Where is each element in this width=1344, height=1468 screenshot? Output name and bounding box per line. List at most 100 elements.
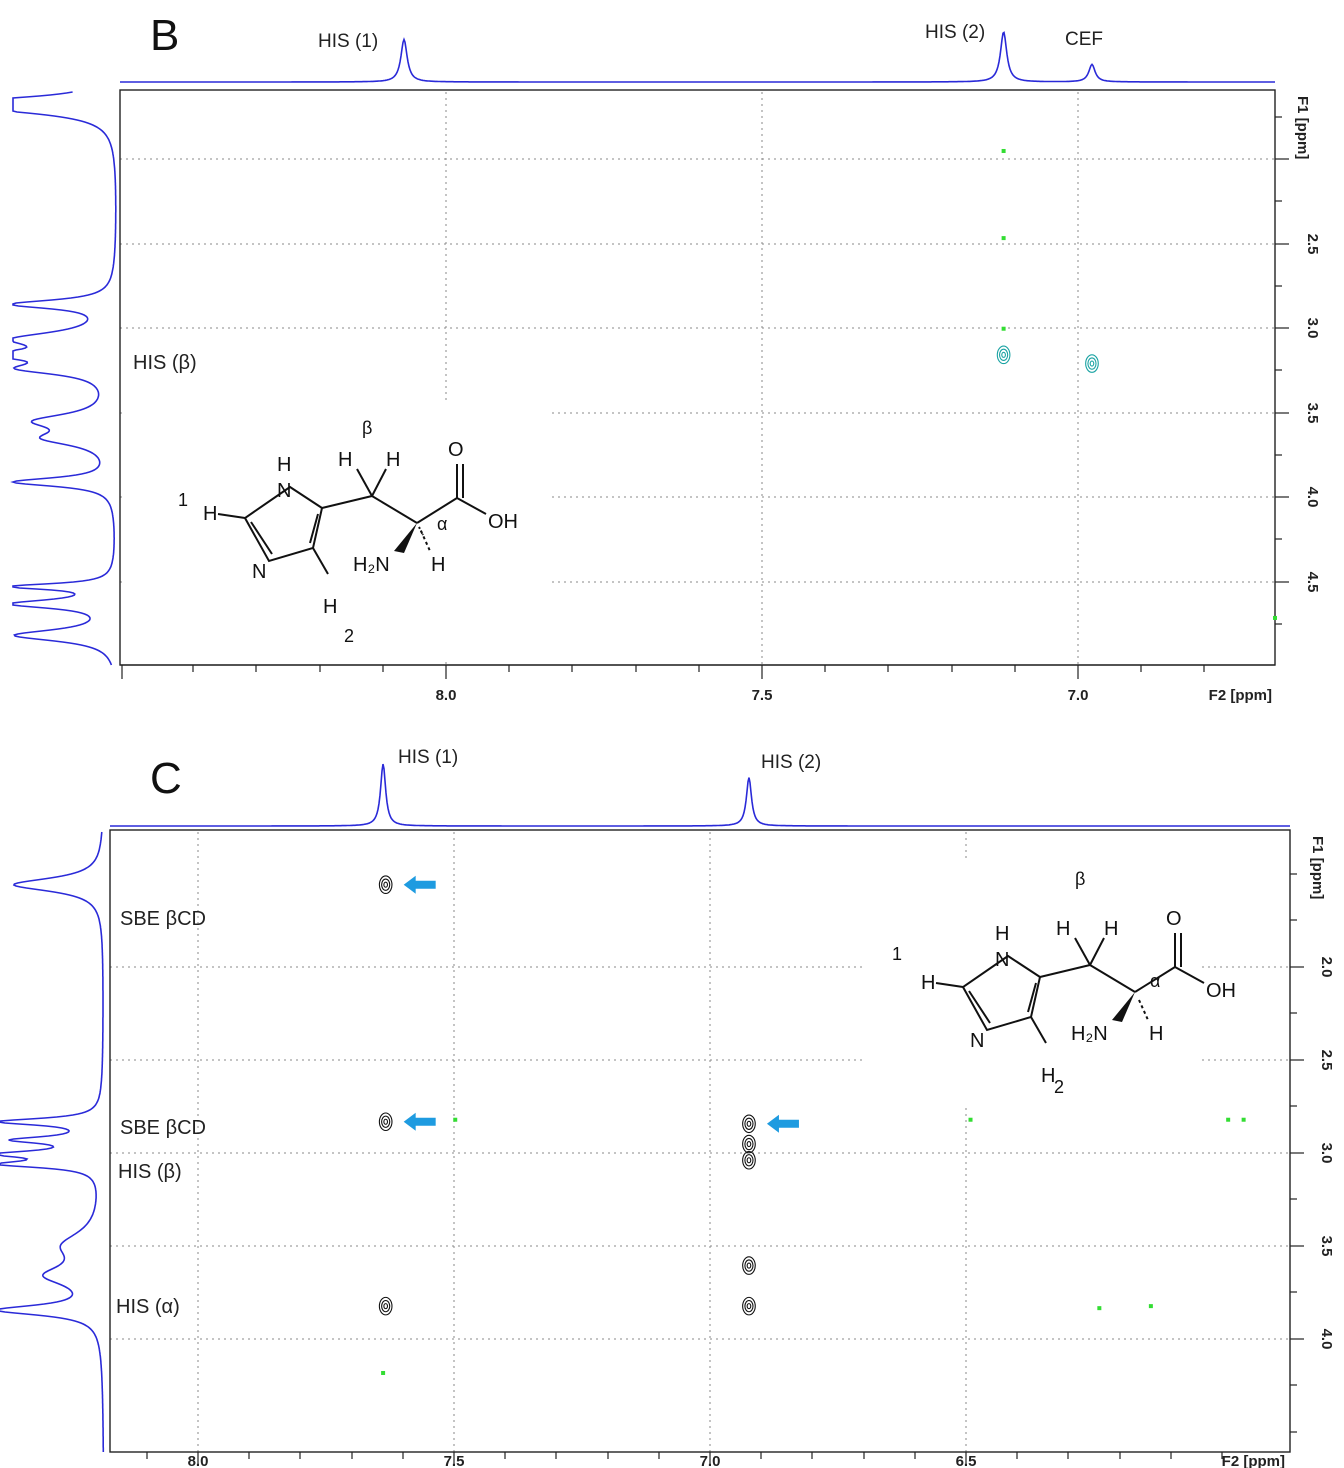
panel-c-cross-peak-1-contour-0	[378, 1112, 393, 1132]
panel-b-x-axis-label: F2 [ppm]	[1209, 687, 1272, 704]
panel-b-y-tick-3-5: 3.5	[1304, 403, 1321, 424]
mol-c-atom-oh: OH	[1206, 980, 1236, 1002]
mol-c-atom-ha: H	[1149, 1023, 1163, 1045]
panel-c-grid	[110, 832, 1290, 1452]
panel-c-cross-peak-0	[378, 875, 393, 895]
panel-c-cross-peak-4-contour-2	[746, 1157, 752, 1164]
panel-c-y-tick-2-0: 2.0	[1318, 957, 1335, 978]
panel-b-letter: B	[150, 11, 179, 60]
panel-b-y-axis-label: F1 [ppm]	[1294, 96, 1311, 159]
panel-c-y-axis: 2.0 2.5 3.0 3.5 4.0 F1 [ppm]	[1290, 836, 1335, 1433]
mol-b-label-beta: β	[362, 418, 372, 438]
panel-c-cross-peak-5-contour-0	[742, 1256, 756, 1275]
panel-b-noise-point-0	[1001, 148, 1006, 153]
panel-b-cross-peak-0-contour-0	[996, 345, 1011, 365]
panel-c-noise-point-5	[1148, 1304, 1153, 1309]
panel-c-cross-peak-0-contour-1	[381, 878, 391, 891]
panel-b-side-label-his-beta: HIS (β)	[133, 352, 197, 374]
panel-c-cross-peaks	[378, 875, 1246, 1375]
mol-c-label-alpha: α	[1150, 971, 1160, 991]
mol-b-atom-h-nh: H	[277, 454, 291, 476]
panel-b-y-tick-3-0: 3.0	[1304, 318, 1321, 339]
panel-c-noise-point-3	[1241, 1117, 1246, 1122]
panel-b-y-tick-2-5: 2.5	[1304, 234, 1321, 255]
panel-b-noise-point-3	[1273, 615, 1277, 620]
panel-c-plot-frame	[109, 829, 1291, 1453]
panel-c-cross-peak-5	[742, 1256, 756, 1275]
panel-b-structure-backing	[122, 400, 552, 662]
mol-c-number-1: 1	[892, 944, 902, 964]
panel-c-cross-peak-7	[742, 1296, 756, 1316]
mol-c-atom-n3: N	[970, 1030, 984, 1052]
panel-c-cross-peak-5-contour-2	[746, 1262, 752, 1269]
panel-c-peak-label-his1: HIS (1)	[398, 747, 458, 768]
panel-c-noise-point-6	[381, 1370, 386, 1375]
panel-c-cross-peak-1-contour-1	[381, 1115, 391, 1128]
panel-b-y-tick-4-5: 4.5	[1304, 572, 1321, 593]
panel-c-side-label-his-alpha: HIS (α)	[116, 1296, 180, 1318]
mol-b-atom-ha: H	[431, 554, 445, 576]
panel-c-side-label-sbe-bcd-1: SBE βCD	[120, 908, 206, 930]
panel-c-cross-peak-4-contour-0	[742, 1150, 756, 1170]
panel-c-cross-peak-0-contour-0	[378, 875, 393, 895]
panel-b-f2-projection	[120, 31, 1275, 83]
panel-b-cross-peak-1	[1085, 354, 1099, 373]
panel-c-side-label-his-beta: HIS (β)	[118, 1161, 182, 1183]
panel-c-structure-backing	[862, 858, 1202, 1108]
panel-b-y-tick-4-0: 4.0	[1304, 487, 1321, 508]
panel-c-cross-peak-6-contour-2	[383, 1303, 389, 1310]
panel-b-noise-point-2	[1001, 326, 1006, 331]
panel-b: B HIS (1) HIS (2) CEF	[10, 11, 1321, 704]
mol-b-atom-h2: H	[323, 596, 337, 618]
mol-b-atom-o: O	[448, 439, 464, 461]
mol-c-atom-nh2: H₂N	[1071, 1023, 1108, 1045]
panel-b-cross-peak-0-contour-1	[999, 348, 1009, 362]
panel-c-cross-peak-1	[378, 1112, 393, 1132]
panel-c-cross-peak-3-contour-0	[742, 1134, 756, 1154]
mol-c-label-beta: β	[1075, 869, 1085, 889]
panel-c-cross-peak-7-contour-1	[744, 1299, 754, 1313]
panel-c-y-tick-3-0: 3.0	[1318, 1143, 1335, 1164]
panel-c-histidine-structure: H N H H H O OH H N H₂N H β α 1 2	[892, 869, 1236, 1097]
mol-b-atom-hb1: H	[338, 449, 352, 471]
panel-b-x-tick-7-0: 7.0	[1068, 687, 1089, 704]
panel-b-cross-peak-1-contour-2	[1089, 360, 1095, 367]
panel-c-cross-peak-4	[742, 1150, 756, 1170]
panel-c-noise-point-0	[453, 1117, 458, 1122]
panel-c-cross-peak-7-contour-2	[746, 1303, 752, 1310]
panel-b-x-tick-7-5: 7.5	[752, 687, 773, 704]
mol-c-atom-h1: H	[921, 972, 935, 994]
panel-c-cross-peak-2	[742, 1114, 756, 1134]
mol-b-atom-n3: N	[252, 561, 266, 583]
panel-b-cross-peaks	[996, 148, 1277, 620]
panel-c-y-tick-4-0: 4.0	[1318, 1329, 1335, 1350]
panel-b-f1-projection	[10, 91, 117, 666]
mol-b-atom-nh2: H₂N	[353, 554, 390, 576]
panel-c-arrow-1	[403, 1112, 436, 1131]
panel-b-x-tick-8-0: 8.0	[436, 687, 457, 704]
mol-c-atom-hb1: H	[1056, 918, 1070, 940]
panel-c-cross-peak-6	[378, 1296, 393, 1316]
panel-b-cross-peak-0	[996, 345, 1011, 365]
panel-c-noise-point-4	[1097, 1306, 1102, 1311]
panel-c-cross-peak-4-contour-1	[744, 1154, 754, 1167]
panel-c-x-tick-6-5: 6.5	[956, 1453, 977, 1468]
mol-b-atom-hb2: H	[386, 449, 400, 471]
panel-c-noise-point-1	[968, 1117, 973, 1122]
panel-c-x-axis: 8.0 7.5 7.0 6.5 F2 [ppm]	[146, 1452, 1285, 1468]
panel-c-arrow-2	[766, 1114, 799, 1133]
panel-c-cross-peak-5-contour-1	[744, 1259, 754, 1272]
panel-b-cross-peak-1-contour-0	[1085, 354, 1099, 373]
panel-c: C HIS (1) HIS (2)	[0, 747, 1335, 1468]
mol-b-atom-n1: N	[277, 480, 291, 502]
panel-c-f1-projection	[0, 831, 105, 1452]
mol-b-number-2: 2	[344, 626, 354, 646]
panel-c-x-tick-7-5: 7.5	[444, 1453, 465, 1468]
panel-c-cross-peak-3-contour-1	[744, 1137, 754, 1151]
panel-c-letter: C	[150, 754, 182, 803]
mol-c-atom-n1: N	[995, 949, 1009, 971]
mol-c-atom-hb2: H	[1104, 918, 1118, 940]
mol-b-number-1: 1	[178, 490, 188, 510]
panel-c-peak-label-his2: HIS (2)	[761, 752, 821, 773]
